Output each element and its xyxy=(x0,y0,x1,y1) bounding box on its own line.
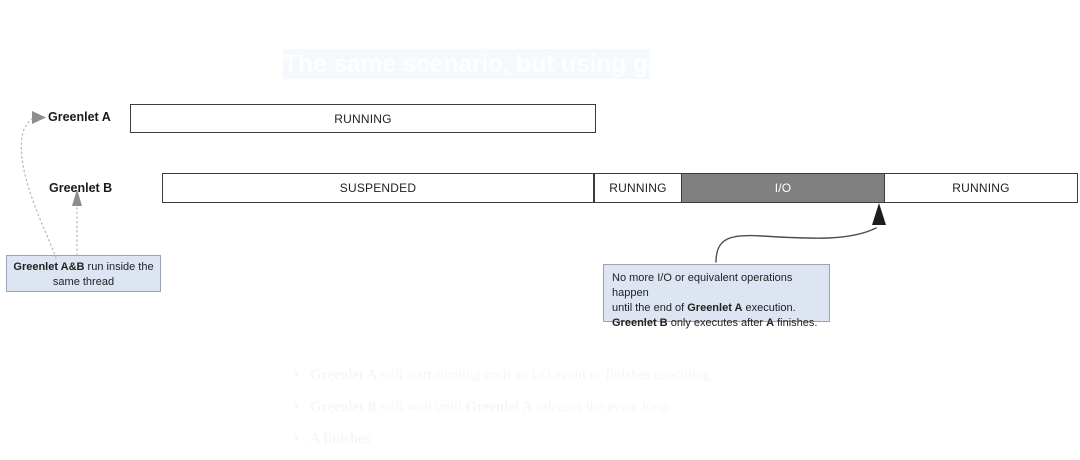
bullet-1-strong: Greenlet A xyxy=(310,367,377,383)
slide-title: The same scenario, but using gevent xyxy=(283,49,650,79)
connector-curve-io-callout xyxy=(715,227,877,263)
lane-label-greenlet-b: Greenlet B xyxy=(49,181,113,195)
timeline-segment-b-running-1: RUNNING xyxy=(594,173,682,203)
callout-io-line3-b: only executes after xyxy=(667,317,767,329)
title-ellipsis-decoration: · · · xyxy=(520,2,558,22)
bullet-3-strong: A finishes xyxy=(310,431,371,447)
lane-label-greenlet-a: Greenlet A xyxy=(48,110,111,124)
bullet-list: Greenlet A will start running until an I… xyxy=(294,364,894,460)
callout-thread-text: run inside the same thread xyxy=(52,261,154,288)
callout-io-line1: No more I/O or equivalent operations hap… xyxy=(612,272,793,299)
bullet-2-mid: will wait until xyxy=(376,399,466,415)
callout-same-thread: Greenlet A&B run inside the same thread xyxy=(6,255,161,292)
bullet-2-text: releases the event loop xyxy=(532,399,668,415)
bullet-2-strong2: Greenlet A xyxy=(465,399,533,415)
timeline-segment-b-io: I/O xyxy=(681,173,885,203)
callout-io-line3-d: finishes. xyxy=(774,317,818,329)
timeline-segment-b-suspended: SUSPENDED xyxy=(162,173,594,203)
callout-io-line2-a: until the end of xyxy=(612,302,688,314)
bullet-item-3: A finishes xyxy=(294,428,894,460)
bullet-item-1: Greenlet A will start running until an I… xyxy=(294,364,894,396)
bullet-item-2: Greenlet B will wait until Greenlet A re… xyxy=(294,396,894,428)
connector-arrowhead-io xyxy=(872,203,886,225)
callout-thread-strong: Greenlet A&B xyxy=(13,261,85,273)
callout-io-line2-c: execution. xyxy=(742,302,796,314)
leader-arrowhead-greenlet-a xyxy=(32,111,46,124)
bullet-1-text: will start running until an I/O event or… xyxy=(376,367,711,383)
timeline-segment-a-running: RUNNING xyxy=(130,104,596,133)
bullet-2-strong: Greenlet B xyxy=(310,399,377,415)
callout-io-explanation: No more I/O or equivalent operations hap… xyxy=(603,264,830,329)
callout-io-line3-strong2: A xyxy=(766,317,775,329)
timeline-segment-b-running-2: RUNNING xyxy=(884,173,1078,203)
callout-io-line3-strong: Greenlet B xyxy=(612,317,668,329)
callout-io-line2-strong: Greenlet A xyxy=(687,302,743,314)
